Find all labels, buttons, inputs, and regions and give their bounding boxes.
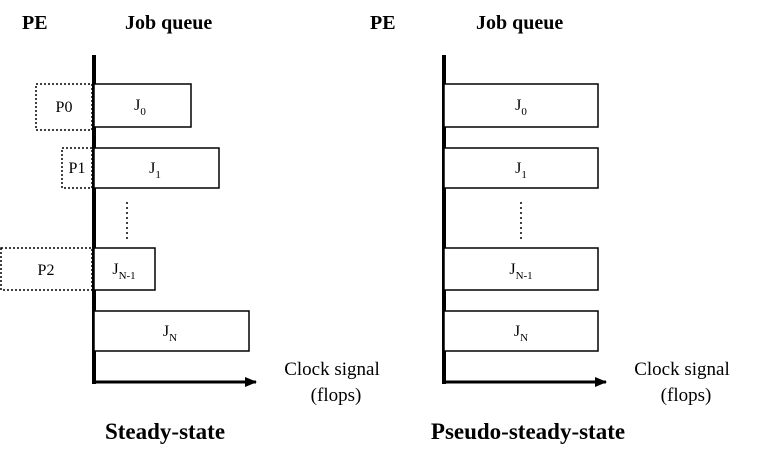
pe-box-label: P2 [38, 262, 55, 279]
flops-label: (flops) [311, 385, 362, 406]
job-bar-jn: JN [443, 310, 599, 352]
job-label: JN-1 [112, 261, 135, 282]
job-bar-jn: JN [93, 310, 250, 352]
pe-box-p1: P1 [61, 147, 93, 189]
job-label: J0 [134, 97, 146, 118]
pseudo-steady-state-panel: PE Job queue J0 J1 JN-1 JN Clock signal … [370, 12, 730, 444]
job-bar-jn-1: JN-1 [443, 247, 599, 291]
pe-box-label: P0 [56, 99, 73, 116]
job-bar-j0: J0 [443, 83, 599, 128]
job-label: J1 [149, 160, 161, 181]
steady-state-caption: Steady-state [105, 419, 225, 444]
job-label: JN [163, 323, 177, 344]
job-label: J0 [515, 97, 527, 118]
flops-label: (flops) [661, 385, 712, 406]
job-bar-j1: J1 [93, 147, 220, 189]
job-label: JN-1 [509, 261, 532, 282]
job-bar-jn-1: JN-1 [93, 247, 156, 291]
pe-box-label: P1 [69, 160, 86, 177]
job-queue-header: Job queue [476, 12, 563, 34]
clock-signal-label: Clock signal [284, 359, 380, 380]
job-label: JN [514, 323, 528, 344]
job-bar-j0: J0 [93, 83, 192, 128]
steady-state-panel: PE Job queue P0 P1 P2 J0 J1 JN [0, 12, 380, 444]
job-queue-header: Job queue [125, 12, 212, 34]
pseudo-steady-state-caption: Pseudo-steady-state [431, 419, 625, 444]
pe-box-p2: P2 [0, 247, 93, 291]
pe-header: PE [370, 12, 396, 34]
job-label: J1 [515, 160, 527, 181]
job-bar-j1: J1 [443, 147, 599, 189]
pe-header: PE [22, 12, 48, 34]
pe-box-p0: P0 [35, 83, 93, 131]
clock-signal-label: Clock signal [634, 359, 730, 380]
